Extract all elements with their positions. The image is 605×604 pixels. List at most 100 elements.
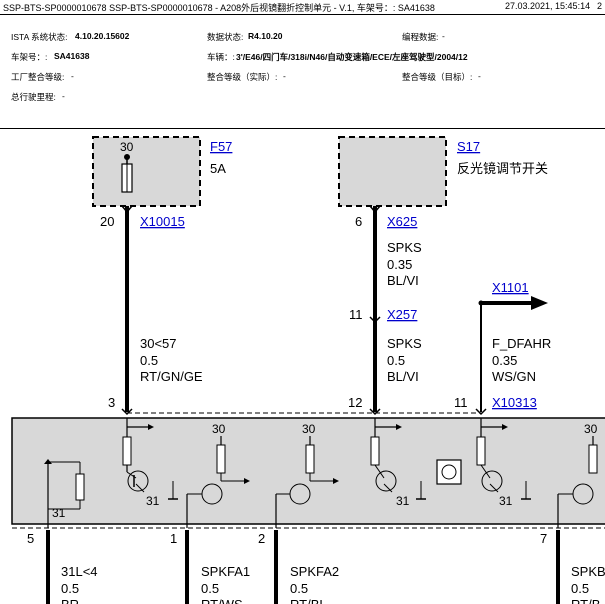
out-spkfa1-size: 0.5 bbox=[201, 581, 219, 596]
x625-color: BL/VI bbox=[387, 273, 419, 288]
gnd-label-1: 31 bbox=[146, 494, 160, 508]
f-dfahr-size: 0.35 bbox=[492, 353, 517, 368]
page-number: 2 bbox=[597, 1, 603, 11]
in11-t-c bbox=[480, 464, 491, 479]
x625-size: 0.35 bbox=[387, 257, 412, 272]
gnd-ref-label: 31 bbox=[52, 506, 66, 520]
report-header: SSP-BTS-SP0000010678 SSP-BTS-SP000001067… bbox=[0, 0, 605, 130]
in12-transistor bbox=[375, 470, 397, 492]
in3-arrowhead bbox=[148, 424, 154, 430]
report-datetime: 27.03.2021, 15:45:14 bbox=[505, 1, 591, 11]
out2-arrowhead bbox=[333, 478, 339, 484]
x257-connector-mark bbox=[369, 316, 381, 324]
factory-level-value: - bbox=[71, 71, 74, 81]
x257-pin: 11 bbox=[349, 307, 363, 322]
in11-transistor bbox=[481, 470, 503, 492]
in11-arrowhead bbox=[502, 424, 508, 430]
x257-link[interactable]: X257 bbox=[387, 307, 417, 322]
sup3-resistor bbox=[588, 444, 598, 474]
x1101-arrow-head bbox=[531, 296, 548, 310]
ista-value: 4.10.20.15602 bbox=[75, 31, 130, 41]
gnd-ref-resistor bbox=[75, 473, 85, 501]
in11-resistor bbox=[476, 436, 486, 466]
module-pin-3: 3 bbox=[108, 395, 115, 410]
prog-data-label: 编程数据: bbox=[402, 32, 439, 42]
integ-target-value: - bbox=[478, 71, 481, 81]
integ-target-label: 整合等级（目标）: bbox=[402, 72, 473, 82]
supply-label-1: 30 bbox=[212, 422, 226, 436]
sup2-resistor bbox=[305, 444, 315, 474]
prog-data-value: - bbox=[442, 31, 445, 41]
supply-label-3: 30 bbox=[584, 422, 598, 436]
bottom-pin-7: 7 bbox=[540, 531, 547, 546]
out-spkfa2-size: 0.5 bbox=[290, 581, 308, 596]
vehicle-value: 3'/E46/四门车/318i/N46/自动变速箱/ECE/左座驾驶型/2004… bbox=[236, 52, 468, 62]
f57-rating: 5A bbox=[210, 161, 226, 176]
in3-resistor bbox=[122, 436, 132, 466]
gnd-ref-arrow bbox=[44, 459, 52, 464]
x625-link[interactable]: X625 bbox=[387, 214, 417, 229]
f-dfahr-signal: F_DFAHR bbox=[492, 336, 551, 351]
wire-30-size: 0.5 bbox=[140, 353, 158, 368]
supply-label-2: 30 bbox=[302, 422, 316, 436]
pin11-mark bbox=[475, 408, 487, 416]
switch-s17-box bbox=[338, 136, 447, 207]
s17-pin: 6 bbox=[355, 214, 362, 229]
bottom-pin-5: 5 bbox=[27, 531, 34, 546]
data-status-value: R4.10.20 bbox=[248, 31, 283, 41]
wire-30-signal: 30<57 bbox=[140, 336, 177, 351]
data-status-label: 数据状态: bbox=[207, 32, 244, 42]
out-spkb-size: 0.5 bbox=[571, 581, 589, 596]
x10313-link[interactable]: X10313 bbox=[492, 395, 537, 410]
bottom-pin-1: 1 bbox=[170, 531, 177, 546]
integ-actual-value: - bbox=[283, 71, 286, 81]
controller-chip-inner bbox=[441, 464, 457, 480]
s17-link[interactable]: S17 bbox=[457, 139, 480, 154]
module-pin-11: 11 bbox=[454, 395, 468, 410]
f-dfahr-color: WS/GN bbox=[492, 369, 536, 384]
gnd-label-3: 31 bbox=[499, 494, 513, 508]
x257-color: BL/VI bbox=[387, 369, 419, 384]
s17-description: 反光镜调节开关 bbox=[457, 161, 548, 176]
controller-chip-icon bbox=[436, 459, 462, 485]
out-31l-color: BR bbox=[61, 597, 79, 604]
in12-t-e bbox=[383, 483, 393, 493]
report-title: SSP-BTS-SP0000010678 SSP-BTS-SP000001067… bbox=[3, 3, 435, 13]
mileage-label: 总行驶里程: bbox=[11, 92, 56, 102]
x257-size: 0.5 bbox=[387, 353, 405, 368]
out-31l-size: 0.5 bbox=[61, 581, 79, 596]
in12-resistor bbox=[370, 436, 380, 466]
in12-arrowhead bbox=[396, 424, 402, 430]
in3-transistor bbox=[127, 470, 149, 492]
mileage-value: - bbox=[62, 91, 65, 101]
x625-signal: SPKS bbox=[387, 240, 422, 255]
pin3-mark bbox=[121, 408, 133, 416]
header-top-rule bbox=[0, 14, 605, 15]
factory-level-label: 工厂整合等级: bbox=[11, 72, 65, 82]
vin-label: 车架号：: bbox=[11, 52, 48, 62]
module-pin-12: 12 bbox=[348, 395, 362, 410]
x1101-link[interactable]: X1101 bbox=[492, 280, 529, 295]
out1-arrowhead bbox=[244, 478, 250, 484]
out-spkfa2-color: RT/BL bbox=[290, 597, 327, 604]
out-spkfa1-color: RT/WS bbox=[201, 597, 243, 604]
out-spkb-color: RT/B bbox=[571, 597, 600, 604]
ista-label: ISTA 系统状态: bbox=[11, 32, 68, 42]
out-spkfa2-signal: SPKFA2 bbox=[290, 564, 339, 579]
integ-actual-label: 整合等级（实际）: bbox=[207, 72, 278, 82]
x10015-link[interactable]: X10015 bbox=[140, 214, 185, 229]
f57-link[interactable]: F57 bbox=[210, 139, 232, 154]
vehicle-label: 车辆：: bbox=[207, 52, 235, 62]
gnd-label-2: 31 bbox=[396, 494, 410, 508]
in3-t-e bbox=[135, 483, 145, 493]
out-spkfa1-signal: SPKFA1 bbox=[201, 564, 250, 579]
fuse-f57-box bbox=[92, 136, 201, 207]
wire-30-color: RT/GN/GE bbox=[140, 369, 203, 384]
in11-t-e bbox=[489, 483, 499, 493]
pin12-mark bbox=[369, 408, 381, 416]
in12-t-c bbox=[374, 464, 385, 479]
bottom-pin-2: 2 bbox=[258, 531, 265, 546]
out-31l-signal: 31L<4 bbox=[61, 564, 98, 579]
out-spkb-signal: SPKB bbox=[571, 564, 605, 579]
